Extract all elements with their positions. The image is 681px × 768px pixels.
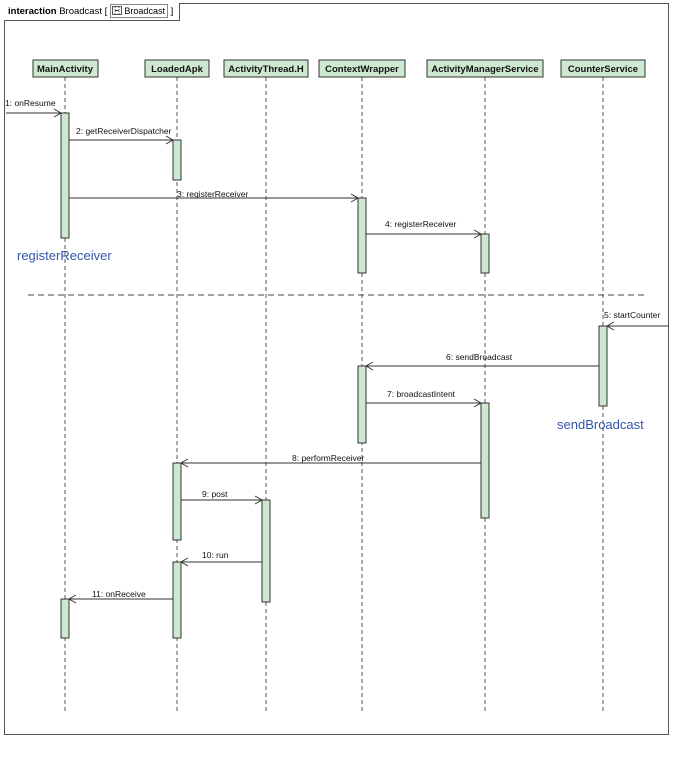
message-label-1: 1: onResume: [5, 98, 56, 108]
message-label-5: 5: startCounter: [604, 310, 660, 320]
frame-ref-name: Broadcast: [124, 6, 165, 17]
lifeline-header-ams[interactable]: ActivityManagerService: [426, 59, 544, 78]
interaction-diagram-icon: [111, 6, 122, 16]
activation-ath-1: [261, 499, 271, 603]
activation-apk-1: [172, 139, 182, 181]
activation-apk-2: [172, 462, 182, 541]
message-4[interactable]: 4: registerReceiver: [366, 219, 483, 239]
frame-name: Broadcast: [59, 6, 102, 17]
activation-ctx-1: [357, 197, 367, 274]
message-2[interactable]: 2: getReceiverDispatcher: [69, 126, 175, 145]
activation-ams-1: [480, 233, 490, 274]
activation-ams-2: [480, 402, 490, 519]
lifeline-label-ams: ActivityManagerService: [431, 64, 538, 75]
lifeline-label-ctx: ContextWrapper: [325, 64, 399, 75]
lifeline-label-main: MainActivity: [37, 64, 94, 75]
lifeline-label-apk: LoadedApk: [151, 64, 203, 75]
message-label-10: 10: run: [202, 550, 229, 560]
activation-apk-3: [172, 561, 182, 639]
message-label-8: 8: performReceiver: [292, 453, 364, 463]
message-1[interactable]: 1: onResume: [5, 98, 63, 118]
activation-ctx-2: [357, 365, 367, 444]
frame-keyword: interaction: [8, 6, 57, 17]
activation-svc-1: [598, 325, 608, 407]
lifeline-header-apk[interactable]: LoadedApk: [144, 59, 210, 78]
lifeline-label-svc: CounterService: [568, 64, 638, 75]
activation-main-2: [60, 598, 70, 639]
message-label-2: 2: getReceiverDispatcher: [76, 126, 172, 136]
message-5[interactable]: 5: startCounter: [604, 310, 669, 331]
message-label-11: 11: onReceive: [92, 589, 146, 599]
frame-close-bracket: ]: [170, 6, 174, 17]
frame-title-tab: interaction Broadcast [ Broadcast ]: [4, 3, 181, 21]
message-label-9: 9: post: [202, 489, 228, 499]
message-10[interactable]: 10: run: [179, 550, 262, 567]
lifeline-header-ath[interactable]: ActivityThread.H: [223, 59, 309, 78]
message-9[interactable]: 9: post: [181, 489, 264, 505]
message-label-7: 7: broadcastIntent: [387, 389, 456, 399]
activation-main-1: [60, 112, 70, 239]
interaction-frame: [4, 3, 669, 735]
lifeline-label-ath: ActivityThread.H: [228, 64, 304, 75]
lifeline-header-main[interactable]: MainActivity: [32, 59, 99, 78]
message-6[interactable]: 6: sendBroadcast: [364, 352, 599, 371]
message-label-4: 4: registerReceiver: [385, 219, 457, 229]
message-label-3: 3: registerReceiver: [177, 189, 249, 199]
frame-open-bracket: [: [104, 6, 108, 17]
message-11[interactable]: 11: onReceive: [67, 589, 173, 604]
message-8[interactable]: 8: performReceiver: [179, 453, 481, 468]
interaction-reference-chip[interactable]: Broadcast: [109, 4, 168, 19]
note-send-broadcast: sendBroadcast: [557, 417, 644, 432]
message-3[interactable]: 3: registerReceiver: [69, 189, 360, 203]
message-7[interactable]: 7: broadcastIntent: [366, 389, 483, 408]
note-register-receiver: registerReceiver: [17, 248, 112, 263]
lifeline-header-svc[interactable]: CounterService: [560, 59, 646, 78]
lifeline-header-ctx[interactable]: ContextWrapper: [318, 59, 406, 78]
message-label-6: 6: sendBroadcast: [446, 352, 513, 362]
